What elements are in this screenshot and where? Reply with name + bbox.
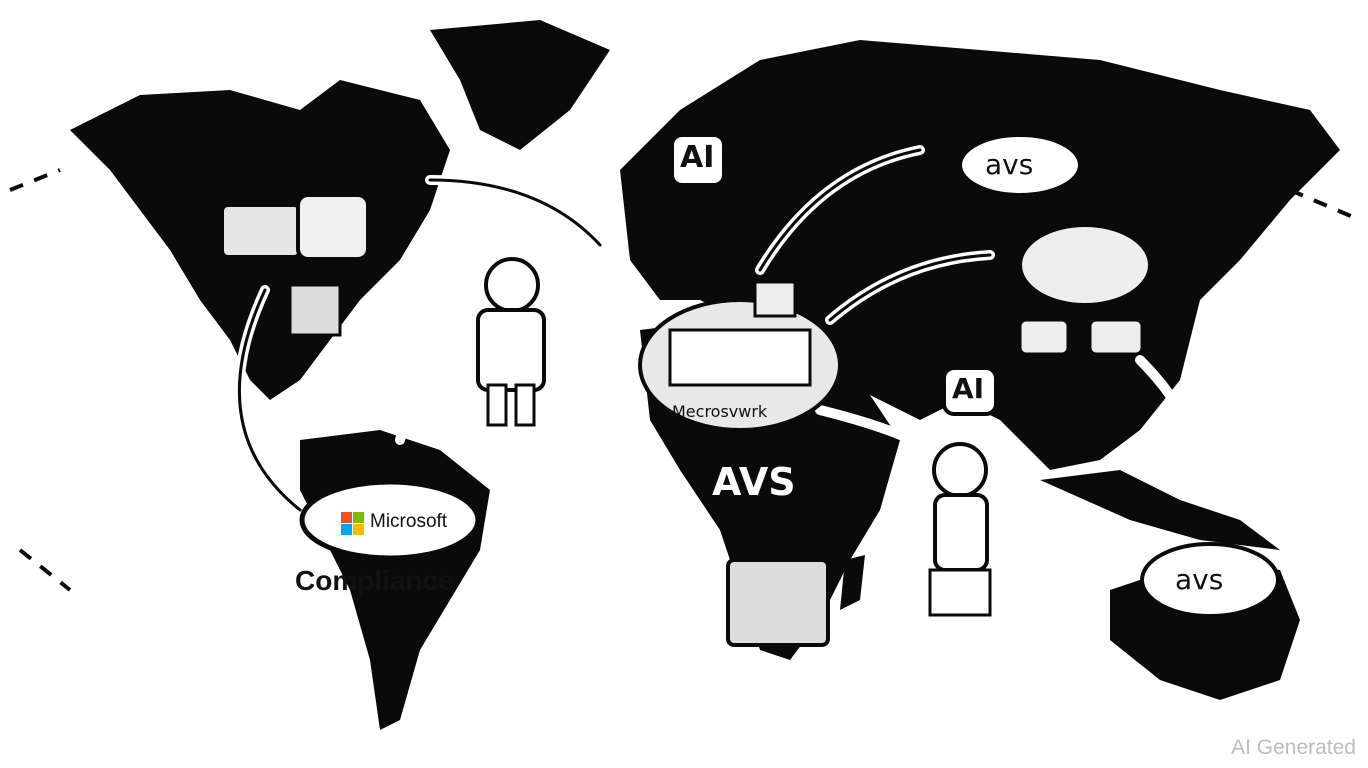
cloud-icon-australia xyxy=(1140,542,1280,618)
ai-generated-watermark: AI Generated xyxy=(1231,736,1356,759)
compliance-label: Compliance xyxy=(295,565,454,596)
ai-label-europe: AI xyxy=(680,140,715,175)
avs-cloud-label-russia: avs xyxy=(985,148,1034,181)
ai-badges xyxy=(670,133,998,416)
cloud-icon-asia xyxy=(1018,223,1152,356)
network-hub-cloud-icon xyxy=(638,280,842,432)
dashed-routes xyxy=(9,168,1361,592)
microsoft-label: Microsoft xyxy=(370,511,448,532)
greenland xyxy=(430,20,610,150)
server-rack-icon xyxy=(726,558,830,647)
person-woman-icon xyxy=(928,442,992,617)
avs-cloud-label-australia: avs xyxy=(1175,563,1224,596)
database-server-icon xyxy=(220,193,370,337)
microsoft-cloud-icon xyxy=(299,479,481,561)
ai-label-asia: AI xyxy=(952,372,985,405)
avs-label-africa: AVS xyxy=(712,460,796,504)
southeast-asia xyxy=(1040,470,1280,550)
madagascar xyxy=(840,555,865,610)
network-banner-label: Mecrosvwrk xyxy=(672,402,768,421)
cloud-icon-russia xyxy=(958,133,1082,197)
person-man-icon xyxy=(476,257,546,427)
arrows-outline xyxy=(237,148,992,512)
